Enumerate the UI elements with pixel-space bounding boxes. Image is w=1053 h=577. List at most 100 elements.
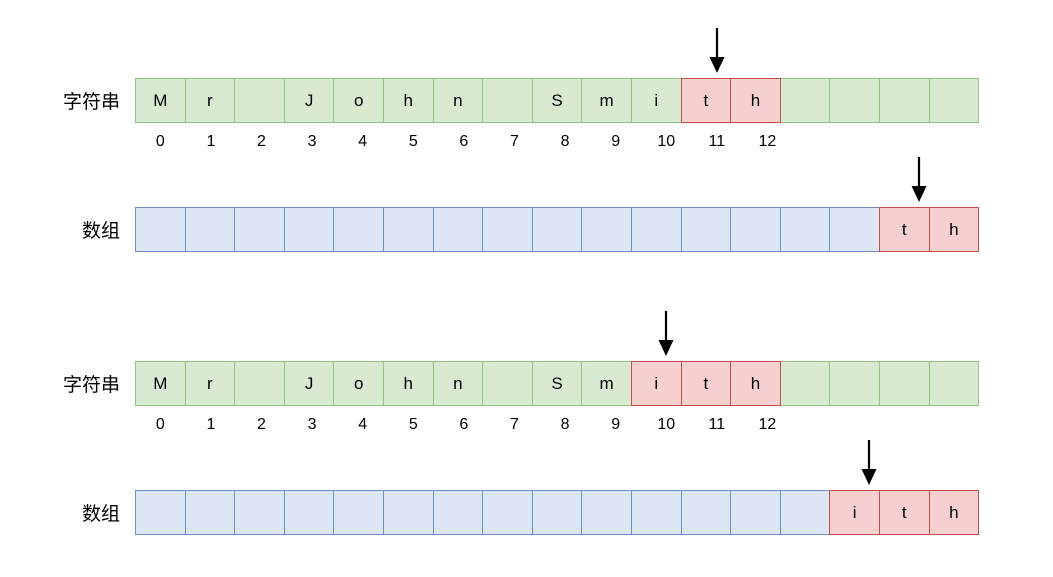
panel-2-array-cell-12 — [730, 490, 781, 535]
panel-2-array-cell-11 — [680, 490, 732, 535]
panel-2-array-cell-9 — [581, 490, 632, 535]
panel-1-array-cell-16: h — [928, 207, 980, 252]
panel-2-array-cell-4 — [333, 490, 384, 535]
panel-2-string-cell-14 — [829, 361, 880, 406]
panel-2-string-cell-11: t — [680, 361, 732, 406]
panel-1-string-cell-5: h — [382, 78, 434, 123]
panel-2-array-label: 数组 — [81, 504, 120, 525]
panel-2-array-cell-1 — [184, 490, 236, 535]
panel-1-string-index-11: 11 — [708, 133, 726, 150]
panel-1-array-cell-5 — [382, 207, 434, 252]
panel-2-array-cell-7 — [482, 490, 533, 535]
panel-1-string-cell-8: S — [531, 78, 583, 123]
panel-1-string-cell-13 — [779, 78, 831, 123]
panel-1-array-label: 数组 — [81, 221, 120, 242]
panel-2-string-index-3: 3 — [307, 416, 317, 433]
panel-1-array-cell-0 — [135, 207, 186, 252]
panel-2-string-arrow — [655, 311, 677, 357]
panel-2-array-arrow — [858, 440, 880, 486]
panel-1-string-index-6: 6 — [459, 133, 469, 150]
panel-1-array-cell-6 — [432, 207, 484, 252]
panel-2-array-cell-10 — [630, 490, 682, 535]
panel-1-array-arrow — [908, 157, 930, 203]
panel-2-string-cell-7 — [482, 361, 533, 406]
panel-1-string-index-10: 10 — [657, 133, 676, 150]
panel-1-string-index-0: 0 — [155, 133, 165, 150]
panel-1-string-cell-16 — [928, 78, 980, 123]
panel-1-array-cell-13 — [779, 207, 831, 252]
panel-1-string-cell-10: i — [630, 78, 682, 123]
panel-1-array-cell-8 — [531, 207, 583, 252]
panel-1-string-index-4: 4 — [358, 133, 368, 150]
panel-1-string-cell-15 — [878, 78, 930, 123]
panel-2-string-index-8: 8 — [560, 416, 570, 433]
panel-2-string-cell-9: m — [581, 361, 632, 406]
panel-2-string-cell-15 — [878, 361, 930, 406]
panel-1-string-arrow — [706, 28, 728, 74]
panel-1-string-cell-6: n — [432, 78, 484, 123]
panel-2-string-cell-16 — [928, 361, 980, 406]
panel-1-string-index-8: 8 — [560, 133, 570, 150]
panel-2-string-cell-4: o — [333, 361, 384, 406]
panel-1-array-cell-7 — [482, 207, 533, 252]
panel-1-string-cell-3: J — [283, 78, 335, 123]
panel-1-string-index-1: 1 — [206, 133, 216, 150]
panel-2-string-cell-0: M — [135, 361, 186, 406]
panel-2-array-cell-13 — [779, 490, 831, 535]
panel-1-array-cell-11 — [680, 207, 732, 252]
panel-2-string-index-0: 0 — [155, 416, 165, 433]
panel-2-string-index-9: 9 — [611, 416, 621, 433]
panel-2-string-cell-12: h — [730, 361, 781, 406]
panel-1-array-cell-14 — [829, 207, 880, 252]
panel-2-array-cell-5 — [382, 490, 434, 535]
panel-2-array-cell-3 — [283, 490, 335, 535]
panel-2-string-index-2: 2 — [257, 416, 266, 433]
panel-2-array-cell-14: i — [829, 490, 880, 535]
panel-2-string-index-1: 1 — [206, 416, 216, 433]
panel-1-array-cell-15: t — [878, 207, 930, 252]
panel-1-string-cell-12: h — [730, 78, 781, 123]
panel-1-array-cell-9 — [581, 207, 632, 252]
panel-2-array-cell-6 — [432, 490, 484, 535]
panel-2-string-cell-6: n — [432, 361, 484, 406]
panel-2-string-cell-13 — [779, 361, 831, 406]
panel-2-array-cell-8 — [531, 490, 583, 535]
panel-2-string-index-5: 5 — [408, 416, 418, 433]
panel-1-string-cell-14 — [829, 78, 880, 123]
panel-2-string-label: 字符串 — [62, 375, 120, 396]
panel-1-string-label: 字符串 — [62, 92, 120, 113]
panel-2-string-index-11: 11 — [708, 416, 726, 433]
panel-1-array-cell-10 — [630, 207, 682, 252]
panel-1-string-index-3: 3 — [307, 133, 317, 150]
panel-2-array-cell-0 — [135, 490, 186, 535]
panel-1-array-cell-4 — [333, 207, 384, 252]
panel-1-array-cell-12 — [730, 207, 781, 252]
panel-1-array-cell-1 — [184, 207, 236, 252]
panel-1-array-cell-2 — [234, 207, 285, 252]
panel-1-string-cell-1: r — [184, 78, 236, 123]
panel-1-string-cell-11: t — [680, 78, 732, 123]
panel-2-string-cell-10: i — [630, 361, 682, 406]
panel-2-array-cell-15: t — [878, 490, 930, 535]
panel-2-array-cell-2 — [234, 490, 285, 535]
panel-1-array-cell-3 — [283, 207, 335, 252]
panel-1-string-cell-9: m — [581, 78, 632, 123]
panel-2-string-index-4: 4 — [358, 416, 368, 433]
panel-1-string-index-7: 7 — [510, 133, 519, 150]
panel-1-string-index-12: 12 — [758, 133, 777, 150]
panel-2-string-index-10: 10 — [657, 416, 676, 433]
panel-2-string-index-12: 12 — [758, 416, 777, 433]
panel-2-string-cell-3: J — [283, 361, 335, 406]
panel-2-string-index-6: 6 — [459, 416, 469, 433]
panel-2-string-cell-5: h — [382, 361, 434, 406]
panel-1-string-cell-2 — [234, 78, 285, 123]
panel-1-string-index-2: 2 — [257, 133, 266, 150]
panel-2-string-cell-2 — [234, 361, 285, 406]
panel-1-string-index-9: 9 — [611, 133, 621, 150]
